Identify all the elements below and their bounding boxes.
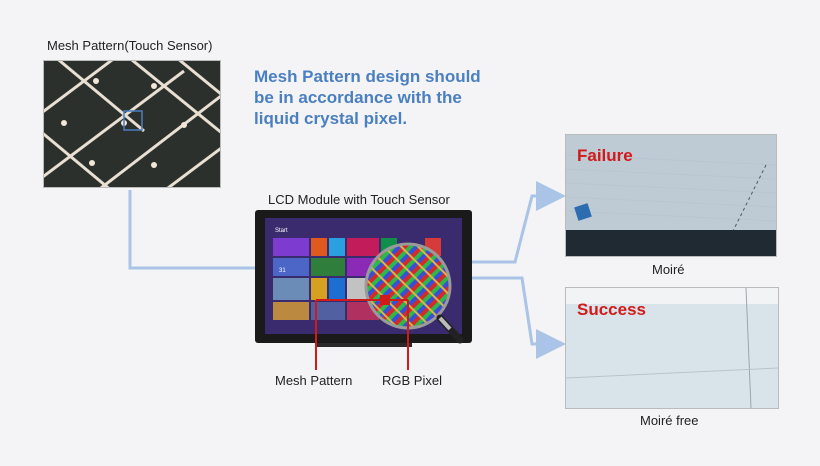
mesh-to-lcd-connector bbox=[128, 190, 306, 283]
lcd-module-title: LCD Module with Touch Sensor bbox=[268, 192, 450, 207]
screen-start-text: Start bbox=[275, 228, 288, 234]
mesh-pattern-title: Mesh Pattern(Touch Sensor) bbox=[47, 38, 213, 53]
failure-label: Failure bbox=[577, 146, 633, 165]
success-caption: Moiré free bbox=[640, 413, 699, 428]
lcd-to-success-connector bbox=[470, 276, 566, 359]
screen-date-text: 31 bbox=[279, 268, 286, 274]
start-screen-tiles bbox=[273, 238, 441, 320]
lcd-to-failure-connector bbox=[470, 181, 566, 264]
lcd-monitor: Start 31 bbox=[255, 210, 472, 347]
mesh-pattern-photo bbox=[43, 60, 221, 188]
callout-lines bbox=[315, 295, 409, 370]
success-photo bbox=[565, 287, 779, 409]
mesh-pattern-label: Mesh Pattern bbox=[275, 373, 353, 388]
failure-photo bbox=[565, 134, 777, 257]
success-label: Success bbox=[577, 300, 646, 319]
rgb-pixel-label: RGB Pixel bbox=[382, 373, 442, 388]
headline-text: Mesh Pattern design should be in accorda… bbox=[254, 67, 481, 128]
failure-caption: Moiré bbox=[652, 262, 685, 277]
